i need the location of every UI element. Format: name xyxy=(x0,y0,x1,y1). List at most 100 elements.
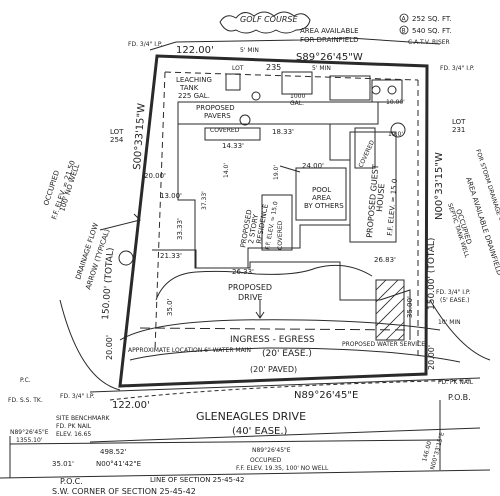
street-name: GLENEAGLES DRIVE xyxy=(196,410,306,423)
tie-occupied-2: F.F. ELEV. 19.35, 100' NO WELL xyxy=(236,465,329,472)
tie-occupied-1: OCCUPIED xyxy=(250,457,282,464)
pool-area xyxy=(295,167,347,221)
tie-length-1: 1355.10' xyxy=(16,437,43,444)
pavers-1: PROPOSED xyxy=(196,104,235,112)
septic-tank xyxy=(281,71,313,95)
north-length: 122.00' xyxy=(176,45,214,56)
septic-2: GAL. xyxy=(290,100,304,107)
east-lot-number: 231 xyxy=(452,126,465,134)
water-service-label: PROPOSED WATER SERVICE xyxy=(342,341,425,348)
dim-13: 13.00' xyxy=(160,192,182,200)
east-tie-1: N00°33'15"E xyxy=(429,431,446,470)
fd-ss: FD. S.S. TK. xyxy=(8,397,43,404)
area-b-marker: B xyxy=(402,28,406,35)
dim-26-83: 26.83' xyxy=(374,256,396,264)
labels: GOLF COURSE A 252 SQ. FT. B 540 SQ. FT. … xyxy=(8,13,500,496)
drainfield-boundary-north xyxy=(149,37,441,51)
dim-26-33: 26.33' xyxy=(232,268,254,276)
water-main-label: APPROXIMATE LOCATION 6" WATER MAIN xyxy=(128,347,251,354)
septic-1: 1000 xyxy=(290,93,305,100)
bm-elev: ELEV. 16.65 xyxy=(56,431,91,438)
dim-35: 35.0' xyxy=(166,298,174,316)
east-lower-dim: 20.00' xyxy=(427,345,436,370)
dim-20: 20.00' xyxy=(144,172,166,180)
area-b-value: 540 SQ. FT. xyxy=(412,27,452,35)
pool-2: AREA xyxy=(312,194,331,202)
east-total: 150.00' (TOTAL) xyxy=(427,238,437,310)
ingress-1: INGRESS - EGRESS xyxy=(230,335,315,345)
covered-1: COVERED xyxy=(210,127,240,134)
leaching-tank-1: LEACHING xyxy=(176,76,212,84)
covered-3: COVERED xyxy=(277,220,284,250)
south-bearing: N89°26'45"E xyxy=(294,390,358,401)
road-south-edge xyxy=(89,427,481,443)
drainfield-label-1: AREA AVAILABLE xyxy=(300,27,359,35)
se-corner-sub: (5' EASE.) xyxy=(440,297,469,304)
five-min-1: 5' MIN xyxy=(240,47,259,54)
drainfield-label-2: FOR DRAINFIELD xyxy=(300,36,359,44)
leaching-tank-3: 225 GAL. xyxy=(178,92,210,100)
north-lot-label: LOT xyxy=(232,65,244,72)
section-line: LINE OF SECTION 25-45-42 xyxy=(150,476,244,484)
property-boundary xyxy=(118,54,429,388)
dim-10-min: 10' MIN xyxy=(438,319,461,326)
guest-house-3: F.F. ELEV. = 15.0 xyxy=(386,178,399,236)
area-a-value: 252 SQ. FT. xyxy=(412,15,452,23)
dim-37-33: 37.33' xyxy=(201,191,208,210)
street-row: (40' EASE.) xyxy=(232,426,288,437)
sw-corner-label: FD. 3/4" I.P. xyxy=(60,393,95,400)
pavers-2: PAVERS xyxy=(204,112,231,120)
drive-1: PROPOSED xyxy=(228,283,272,292)
north-bearing: S89°26'45"W xyxy=(296,52,363,63)
proposed-drive-outline xyxy=(152,249,411,340)
tie-bearing-1: N89°26'45"E xyxy=(10,429,49,436)
leaching-tank-2: TANK xyxy=(179,84,199,92)
tie-length-2: 498.52' xyxy=(100,448,126,456)
ingress-2: (20' EASE.) xyxy=(262,349,312,359)
guest-house-footprint xyxy=(349,131,397,243)
east-bearing: N00°33'15"W xyxy=(434,152,445,220)
golf-course-cloud xyxy=(219,11,311,34)
tie-bearing-3: N89°26'45"E xyxy=(252,447,291,454)
west-total: 150.00' (TOTAL) xyxy=(101,247,116,320)
dim-14-0: 14.0' xyxy=(223,163,230,178)
west-lot-label: LOT xyxy=(110,128,124,136)
five-min-2: 5' MIN xyxy=(312,65,331,72)
dim-19-0b: 19.0' xyxy=(273,165,280,180)
tie-bearing-2: N00°41'42"E xyxy=(96,460,141,468)
pc-label: P.C. xyxy=(20,377,31,384)
dim-19: 19.0' xyxy=(388,131,403,138)
linework xyxy=(0,11,491,479)
guest-house-2: HOUSE xyxy=(375,183,386,212)
east-lot-label: LOT xyxy=(452,118,466,126)
west-bearing: S00°33'15"W xyxy=(132,103,148,170)
dim-35-00: 35.00' xyxy=(406,296,414,318)
north-lot-number: 235 xyxy=(266,63,281,72)
dim-33-33: 33.33' xyxy=(176,218,184,240)
pool-3: BY OTHERS xyxy=(304,202,344,210)
pob-label: P.O.B. xyxy=(448,393,471,402)
golf-course-label: GOLF COURSE xyxy=(240,15,298,24)
poc-label: P.O.C. xyxy=(60,477,83,486)
site-bm: SITE BENCHMARK xyxy=(56,415,110,422)
drive-2: DRIVE xyxy=(238,293,263,302)
area-a-marker: A xyxy=(402,16,407,23)
dim-21-33: 21.33' xyxy=(160,252,182,260)
west-lot-number: 254 xyxy=(110,136,124,144)
tie-length-3: 35.01' xyxy=(52,460,74,468)
dim-18-33: 18.33' xyxy=(272,128,294,136)
leaching-tank xyxy=(225,73,241,91)
fd-pk-nail-label: FD. PK NAIL xyxy=(438,379,474,386)
se-corner-label: FD. 3/4" I.P. xyxy=(436,289,471,296)
dim-24: 24.00' xyxy=(302,162,324,170)
catv-riser-label: C.A.T.V. RISER xyxy=(408,39,450,46)
paved-label: (20' PAVED) xyxy=(250,365,297,374)
sw-section-corner: S.W. CORNER OF SECTION 25-45-42 xyxy=(52,487,196,496)
west-lower-dim: 20.00' xyxy=(105,335,114,360)
main-house-footprint xyxy=(177,123,351,269)
nw-corner-label: FD. 3/4" I.P. xyxy=(128,41,163,48)
south-length: 122.00' xyxy=(112,400,150,411)
pool-1: POOL xyxy=(312,186,331,194)
dim-14-33: 14.33' xyxy=(222,142,244,150)
